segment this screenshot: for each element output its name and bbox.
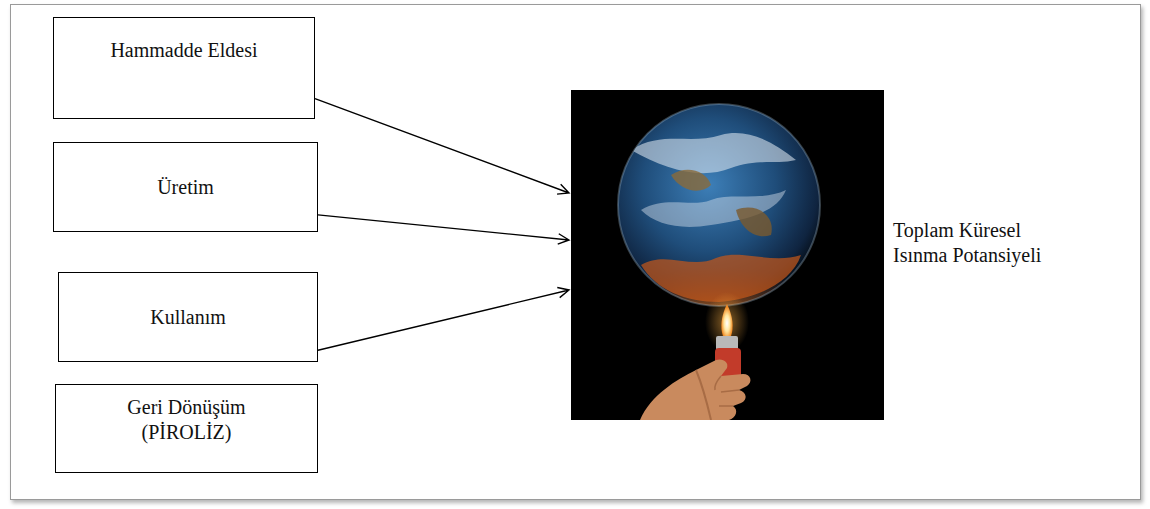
arrow-connector xyxy=(315,99,569,195)
box-label: Geri Dönüşüm (PİROLİZ) xyxy=(112,395,262,445)
box-label: Üretim xyxy=(65,175,306,200)
outside-label: Toplam Küresel Isınma Potansiyeli xyxy=(893,218,1073,268)
arrow-connector xyxy=(318,287,569,350)
illustration-node: Toplam Küresel Isınma Potansiyeli xyxy=(571,90,884,420)
arrow-connector xyxy=(318,215,569,244)
globe-lighter-illustration xyxy=(571,90,884,420)
box-label: Kullanım xyxy=(70,305,306,330)
process-box: Kullanım xyxy=(58,272,318,362)
process-box: Üretim xyxy=(53,142,318,232)
process-box: Hammadde Eldesi xyxy=(53,17,315,119)
box-label: Hammadde Eldesi xyxy=(65,38,303,63)
process-box: Geri Dönüşüm (PİROLİZ) xyxy=(55,384,318,473)
